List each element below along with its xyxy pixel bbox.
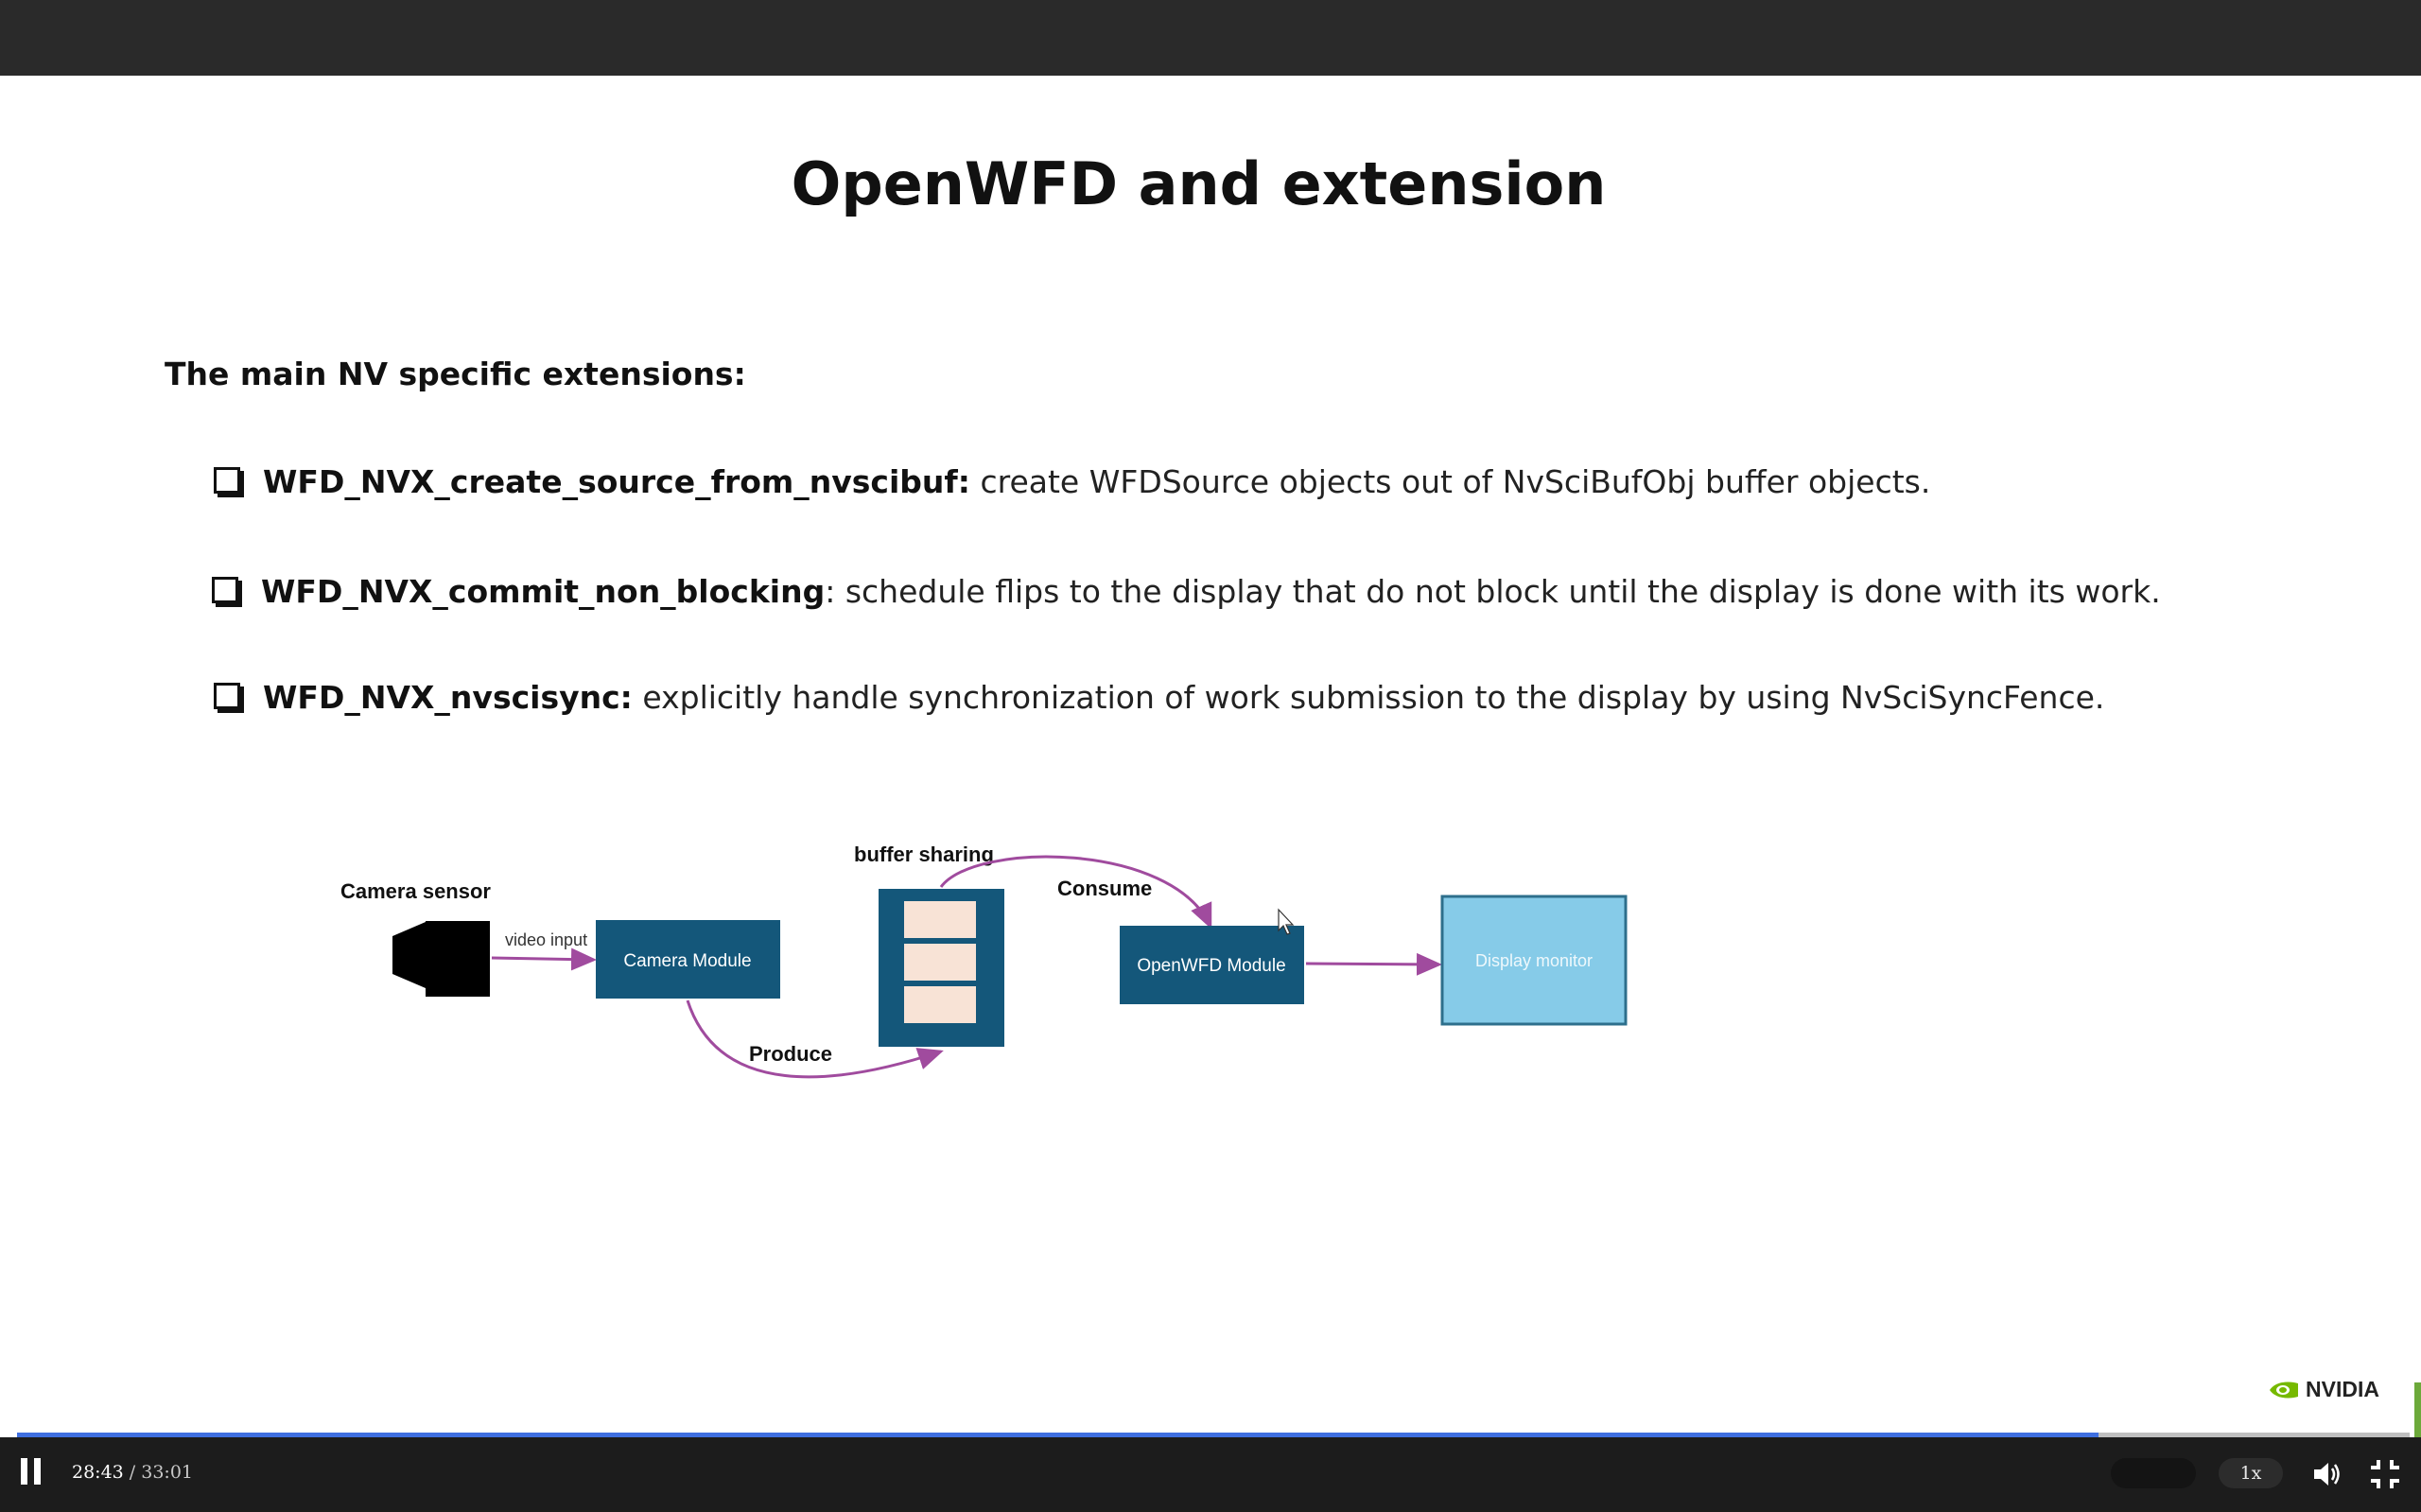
produce-label: Produce [749,1042,832,1066]
volume-icon [2314,1463,2340,1486]
bullet-name: WFD_NVX_nvscisync: [263,679,633,716]
pause-icon [21,1458,41,1485]
openwfd-module-box [1120,926,1304,1004]
camera-module-box [596,920,780,999]
nvidia-logo-text: NVIDIA [2306,1377,2379,1401]
slide [0,76,2421,1437]
consume-arrow [939,855,1212,930]
bullet-text: explicitly handle synchronization of wor… [632,679,2105,716]
openwfd-module-label: OpenWFD Module [1137,956,1285,976]
mouse-cursor-icon [1278,908,1295,935]
bullet-name: WFD_NVX_commit_non_blocking [261,573,826,610]
volume-button[interactable] [2311,1458,2343,1490]
time-separator: / [123,1462,142,1483]
bullet-item: WFD_NVX_create_source_from_nvscibuf: cre… [214,463,1930,500]
playback-speed-button[interactable]: 1x [2219,1458,2283,1488]
video-input-arrow [491,947,597,971]
bullet-item: WFD_NVX_commit_non_blocking: schedule fl… [212,573,2161,610]
slide-title: OpenWFD and extension [791,149,1607,218]
progress-bar[interactable] [17,1433,2410,1437]
progress-fill [17,1433,2099,1437]
display-monitor-box [1440,895,1628,1026]
nvidia-logo: NVIDIA [2268,1377,2379,1402]
checkbox-icon [214,682,240,709]
checkbox-icon [214,466,240,494]
bullet-text: : schedule flips to the display that do … [825,573,2161,610]
camera-module-label: Camera Module [623,951,751,971]
nvidia-eye-icon [2270,1381,2298,1399]
produce-arrow [686,999,944,1079]
video-input-label: video input [505,930,587,949]
top-bar [0,0,2421,76]
time-display: 28:43 / 33:01 [72,1462,193,1483]
display-monitor-label: Display monitor [1475,951,1593,970]
quality-button[interactable] [2111,1458,2196,1488]
bullet-name: WFD_NVX_create_source_from_nvscibuf: [263,463,970,500]
pause-button[interactable] [19,1456,44,1486]
current-time: 28:43 [72,1462,124,1483]
exit-fullscreen-icon [2371,1460,2399,1488]
bullet-item: WFD_NVX_nvscisync: explicitly handle syn… [214,679,2104,716]
camera-icon [392,921,490,997]
display-arrow [1305,952,1442,976]
duration: 33:01 [141,1462,194,1483]
buffer-sharing-label: buffer sharing [854,843,994,866]
buffer-icon [879,889,1004,1047]
checkbox-icon [212,576,238,603]
green-accent-bar [2414,1382,2421,1439]
camera-sensor-label: Camera sensor [340,879,491,903]
exit-fullscreen-button[interactable] [2369,1458,2401,1490]
slide-subheading: The main NV specific extensions: [165,356,746,392]
bullet-text: create WFDSource objects out of NvSciBuf… [969,463,1931,500]
player-controls: 28:43 / 33:01 1x [0,1437,2421,1512]
consume-label: Consume [1057,877,1152,900]
